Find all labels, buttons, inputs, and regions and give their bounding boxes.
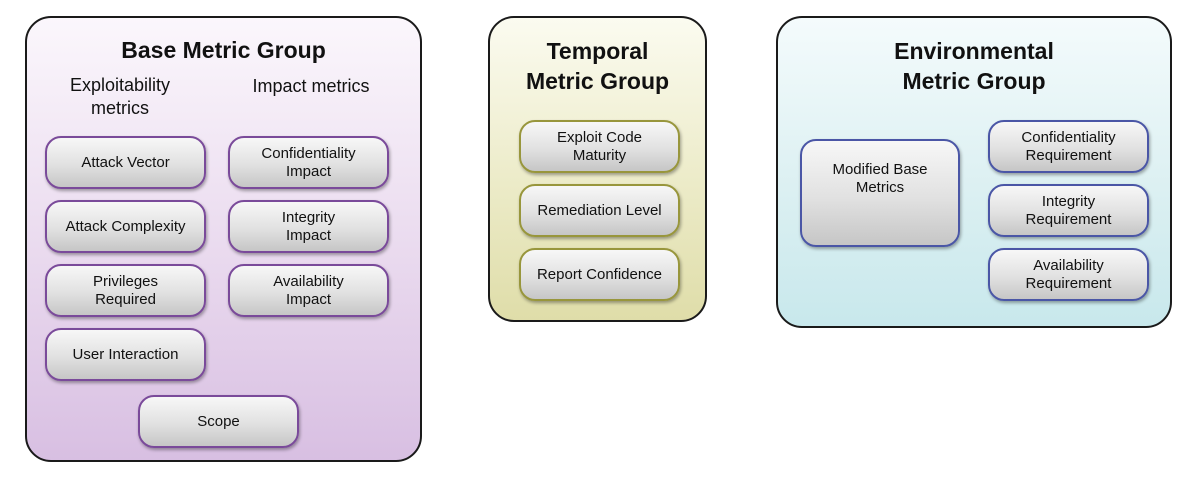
environmental-group-title: Environmental Metric Group xyxy=(894,38,1054,94)
privileges-required-metric[interactable]: Privileges Required xyxy=(45,264,206,317)
confidentiality-requirement-metric[interactable]: Confidentiality Requirement xyxy=(988,120,1149,173)
availability-requirement-metric[interactable]: Availability Requirement xyxy=(988,248,1149,301)
confidentiality-impact-metric[interactable]: Confidentiality Impact xyxy=(228,136,389,189)
temporal-metric-group: Temporal Metric Group Exploit Code Matur… xyxy=(488,16,707,322)
temporal-group-title: Temporal Metric Group xyxy=(525,38,670,94)
report-confidence-metric[interactable]: Report Confidence xyxy=(519,248,680,301)
availability-impact-metric[interactable]: Availability Impact xyxy=(228,264,389,317)
exploitability-heading: Exploitability metrics xyxy=(69,75,171,118)
impact-heading: Impact metrics xyxy=(252,76,370,96)
integrity-impact-metric[interactable]: Integrity Impact xyxy=(228,200,389,253)
exploit-code-maturity-metric[interactable]: Exploit Code Maturity xyxy=(519,120,680,173)
scope-metric[interactable]: Scope xyxy=(138,395,299,448)
integrity-requirement-metric[interactable]: Integrity Requirement xyxy=(988,184,1149,237)
environmental-metric-group: Environmental Metric Group Modified Base… xyxy=(776,16,1172,328)
attack-vector-metric[interactable]: Attack Vector xyxy=(45,136,206,189)
attack-complexity-metric[interactable]: Attack Complexity xyxy=(45,200,206,253)
remediation-level-metric[interactable]: Remediation Level xyxy=(519,184,680,237)
user-interaction-metric[interactable]: User Interaction xyxy=(45,328,206,381)
base-group-title: Base Metric Group xyxy=(121,37,326,63)
base-metric-group: Base Metric Group Exploitability metrics… xyxy=(25,16,422,462)
modified-base-metrics[interactable]: Modified Base Metrics xyxy=(800,139,960,247)
